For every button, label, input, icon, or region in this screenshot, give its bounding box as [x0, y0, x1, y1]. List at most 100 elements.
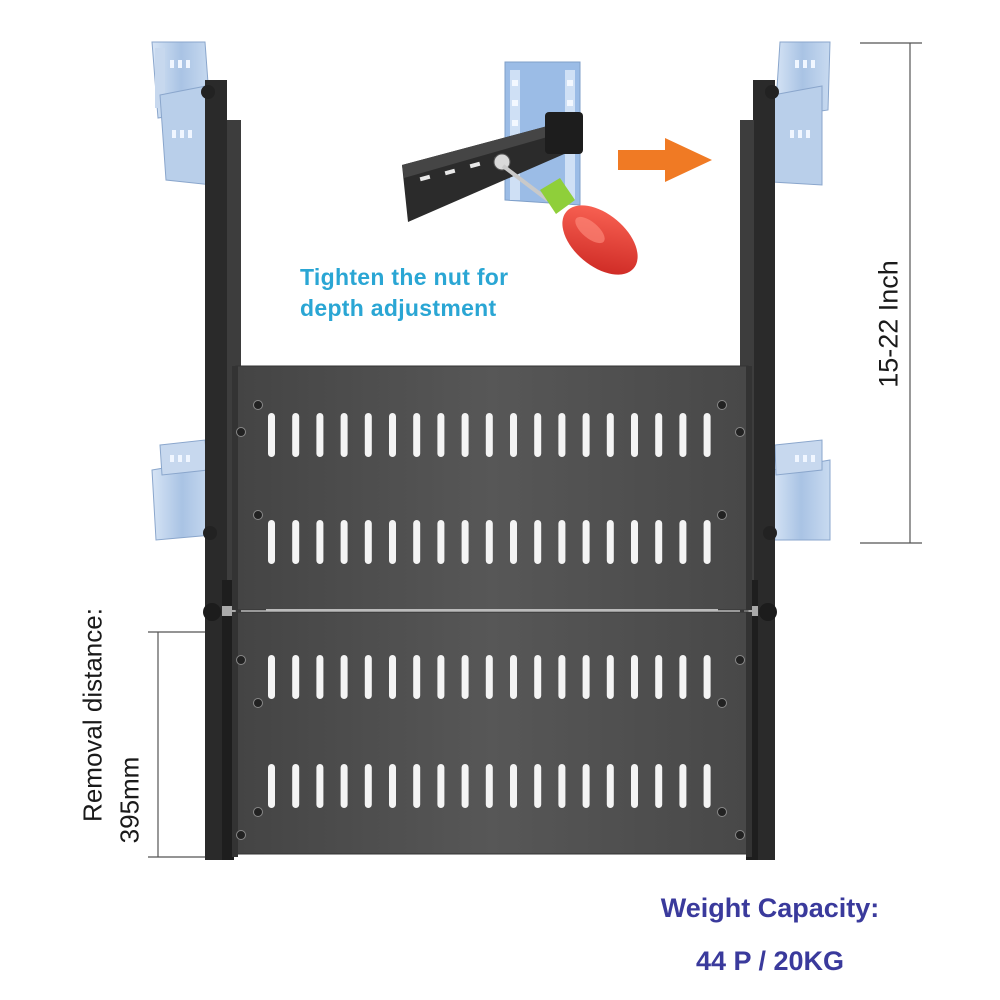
- vent-slot: [292, 764, 300, 808]
- vent-slot: [631, 413, 638, 457]
- instruction-caption: Tighten the nut for depth adjustment: [300, 262, 580, 324]
- vent-slot: [558, 655, 566, 699]
- vent-slot: [582, 655, 590, 699]
- arrow-right-icon: [618, 138, 712, 182]
- vent-slot: [268, 655, 275, 699]
- vent-slot: [534, 520, 542, 564]
- vent-slot: [389, 413, 396, 457]
- vent-slot: [655, 520, 663, 564]
- screw: [236, 830, 246, 840]
- vent-slot: [413, 764, 421, 808]
- shelf-screws: [236, 400, 745, 840]
- depth-dimension-line: [860, 42, 922, 544]
- vent-slot: [485, 655, 493, 699]
- vent-slot: [340, 655, 348, 699]
- vent-slot: [631, 655, 638, 699]
- vent-slot: [437, 520, 445, 564]
- shelf-vent-slots: [268, 413, 711, 808]
- vent-slot: [268, 764, 275, 808]
- vent-slot: [679, 520, 687, 564]
- vent-slot: [292, 520, 300, 564]
- vent-slot: [364, 413, 372, 457]
- shelf-bottom-plate: [232, 611, 752, 857]
- vent-slot: [510, 655, 517, 699]
- vent-slot: [606, 413, 614, 457]
- screw: [236, 427, 246, 437]
- vent-slot: [485, 520, 493, 564]
- vent-slot: [534, 413, 542, 457]
- screw: [236, 655, 246, 665]
- screw: [253, 698, 263, 708]
- screw: [717, 698, 727, 708]
- vent-slot: [437, 413, 445, 457]
- screw: [735, 830, 745, 840]
- screw: [717, 807, 727, 817]
- vent-slot: [534, 655, 542, 699]
- screw: [253, 510, 263, 520]
- vent-slot: [461, 520, 469, 564]
- shelf-top-plate: [232, 365, 752, 611]
- detail-inset: [402, 61, 638, 275]
- vent-slot: [389, 764, 396, 808]
- right-rack-post: [771, 41, 831, 541]
- vent-slot: [413, 413, 421, 457]
- vent-slot: [631, 764, 638, 808]
- vent-slot: [485, 764, 493, 808]
- left-rack-post: [151, 41, 213, 541]
- instruction-line-2: depth adjustment: [300, 295, 497, 321]
- vent-slot: [389, 655, 396, 699]
- vent-slot: [558, 764, 566, 808]
- vent-slot: [510, 413, 517, 457]
- weight-capacity-value: 44 P / 20KG: [695, 946, 845, 976]
- screwdriver-icon: [501, 164, 638, 275]
- vent-slot: [316, 655, 324, 699]
- vent-slot: [364, 764, 372, 808]
- vent-slot: [364, 520, 372, 564]
- screw: [735, 655, 745, 665]
- vent-slot: [655, 655, 663, 699]
- vent-slot: [316, 764, 324, 808]
- depth-range-text: 15-22 Inch: [873, 260, 904, 388]
- vent-slot: [655, 413, 663, 457]
- vent-slot: [558, 413, 566, 457]
- vent-slot: [437, 655, 445, 699]
- vent-slot: [606, 655, 614, 699]
- vent-slot: [461, 764, 469, 808]
- vent-slot: [558, 520, 566, 564]
- vent-slot: [389, 520, 396, 564]
- vent-slot: [510, 520, 517, 564]
- vent-slot: [703, 413, 711, 457]
- screw: [735, 427, 745, 437]
- vent-slot: [631, 520, 638, 564]
- vent-slot: [268, 413, 275, 457]
- vent-slot: [461, 655, 469, 699]
- vent-slot: [606, 520, 614, 564]
- instruction-line-1: Tighten the nut for: [300, 264, 509, 290]
- vent-slot: [582, 520, 590, 564]
- screw: [717, 400, 727, 410]
- vent-slot: [340, 413, 348, 457]
- vent-slot: [437, 764, 445, 808]
- vent-slot: [340, 764, 348, 808]
- vent-slot: [268, 520, 275, 564]
- vent-slot: [413, 655, 421, 699]
- vent-slot: [703, 520, 711, 564]
- vent-slot: [703, 655, 711, 699]
- vent-slot: [703, 764, 711, 808]
- screw: [253, 400, 263, 410]
- vent-slot: [316, 520, 324, 564]
- vent-slot: [510, 764, 517, 808]
- screw: [253, 807, 263, 817]
- vent-slot: [582, 764, 590, 808]
- vent-slot: [413, 520, 421, 564]
- vent-slot: [582, 413, 590, 457]
- vent-slot: [534, 764, 542, 808]
- weight-capacity-title: Weight Capacity:: [660, 893, 880, 923]
- inset-rail: [402, 112, 583, 222]
- vent-slot: [364, 655, 372, 699]
- vent-slot: [679, 764, 687, 808]
- vent-slot: [679, 655, 687, 699]
- vent-slot: [461, 413, 469, 457]
- vent-slot: [655, 764, 663, 808]
